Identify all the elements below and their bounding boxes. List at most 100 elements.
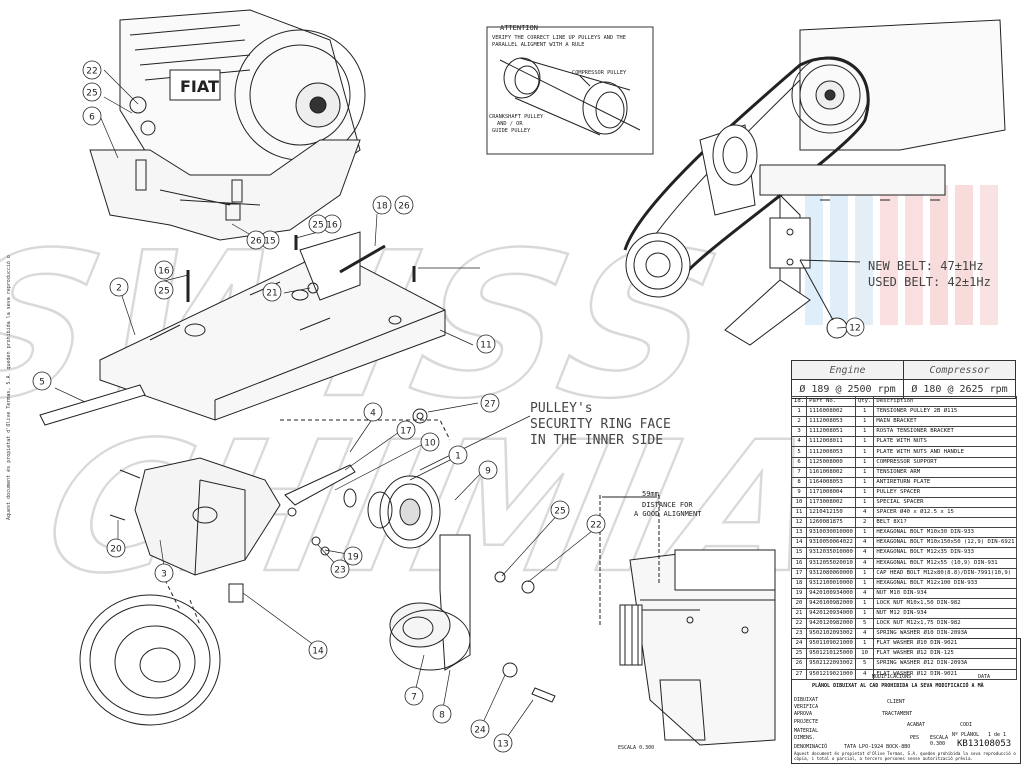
part-qty: 1 [854,607,875,620]
callout-number: 26 [250,237,262,247]
callout-circle [478,460,498,480]
callout-circle [82,106,102,126]
part-qty: 1 [854,496,875,509]
parts-header-qty: Qty. [854,395,875,408]
callout-number: 16 [158,267,170,277]
callout-circle [493,733,513,753]
callout-circle [363,402,383,422]
part-id: 2 [790,416,808,428]
callout-number: 26 [398,202,410,212]
callout-circle [154,280,174,300]
callout-circle [550,500,570,520]
callout-number: 22 [590,521,601,531]
part-qty: 4 [854,557,875,569]
part-number: 9420100982000 [806,597,856,609]
callout-circle [308,640,328,660]
tb-denomination-value: TATA LPO-1924 BOCK-8BO [844,744,911,750]
part-id: 11 [790,507,808,519]
callout-number: 7 [411,693,417,703]
callout-number: 19 [347,553,359,563]
callout-number: 25 [554,507,565,517]
callout-number: 4 [370,409,376,419]
part-id: 7 [790,466,808,478]
parts-header-id: Id. [790,395,808,408]
speed-header-engine: Engine [791,360,904,380]
callout-number: 10 [424,439,436,449]
part-description: LOCK NUT M12x1,75 DIN-982 [873,618,1018,630]
tb-denominacio: DENOMINACIÓ [794,744,828,750]
part-number: 1125008000 [806,456,856,468]
part-description: FLAT WASHER Ø12 DIN-9021 [873,668,1018,680]
alignment-text-2: A GOOD ALIGNMENT [634,510,702,518]
part-id: 1 [790,406,808,418]
tb-codi: CODI [960,722,973,728]
callout-number: 9 [485,467,491,477]
part-id: 19 [790,587,808,599]
part-description: MAIN BRACKET [873,416,1018,428]
pulley-note-3: IN THE INNER SIDE [530,433,663,448]
callout-number: 13 [497,740,508,750]
callout-circle [432,704,452,724]
tb-data: DATA [978,674,991,680]
attention-title: ATTENTION [500,24,538,32]
tb-dibuixat: DIBUIXAT [794,697,819,703]
alignment-text-1: DISTANCE FOR [642,501,693,509]
callout-circle [420,432,440,452]
part-number: 1112008051 [806,426,856,438]
callout-number: 21 [266,289,277,299]
part-id: 21 [790,607,808,620]
speed-table: Engine Compressor Ø 189 @ 2500 rpm Ø 180… [791,360,1016,399]
part-number: 1116008002 [806,406,856,418]
tb-mods: MODIFICACIONS [872,674,912,680]
belt-drive-assembly [623,19,1006,346]
part-description: HEXAGONAL BOLT M10x150x50 (12,9) DIN-692… [873,537,1018,549]
part-id: 22 [790,618,808,630]
callout-circle [308,214,328,234]
part-description: PLATE WITH NUTS AND HANDLE [873,446,1018,458]
attention-box: ATTENTION VERIFY THE CORRECT LINE UP PUL… [486,24,654,155]
part-qty: 1 [854,527,875,539]
part-qty: 1 [854,567,875,579]
side-copyright: Aquest document és propietat d'Olive Ter… [6,255,12,520]
callout-circle [845,317,865,337]
part-number: 1173008002 [806,496,856,509]
part-id: 6 [790,456,808,468]
engine-assembly: FIAT [89,9,366,241]
callout-circle [476,334,496,354]
callout-circle [480,393,500,413]
part-qty: 1 [854,426,875,438]
callout-circle [154,563,174,583]
part-number: 9420120982000 [806,618,856,630]
part-id: 20 [790,597,808,609]
tb-tractament: TRACTAMENT [882,711,913,717]
callout-circle [404,686,424,706]
part-number: 1171008004 [806,486,856,498]
tb-dimens: DIMENS. [794,735,816,741]
watermark-logo-icon [805,185,998,325]
part-number: 1112008011 [806,436,856,448]
part-id: 27 [790,668,808,680]
callout-circle [396,420,416,440]
part-description: TENSIONER PULLEY 2B Ø115 [873,406,1018,418]
part-number: 1112008053 [806,416,856,428]
pulley-note-1: PULLEY's [530,401,593,416]
part-qty: 5 [854,618,875,630]
callout-number: 17 [400,427,411,437]
part-description: HEXAGONAL BOLT M12x55 (10,9) DIN-931 [873,557,1018,569]
part-number: 9420120934000 [806,607,856,620]
part-number: 1112008053 [806,446,856,458]
callout-number: 8 [439,711,445,721]
